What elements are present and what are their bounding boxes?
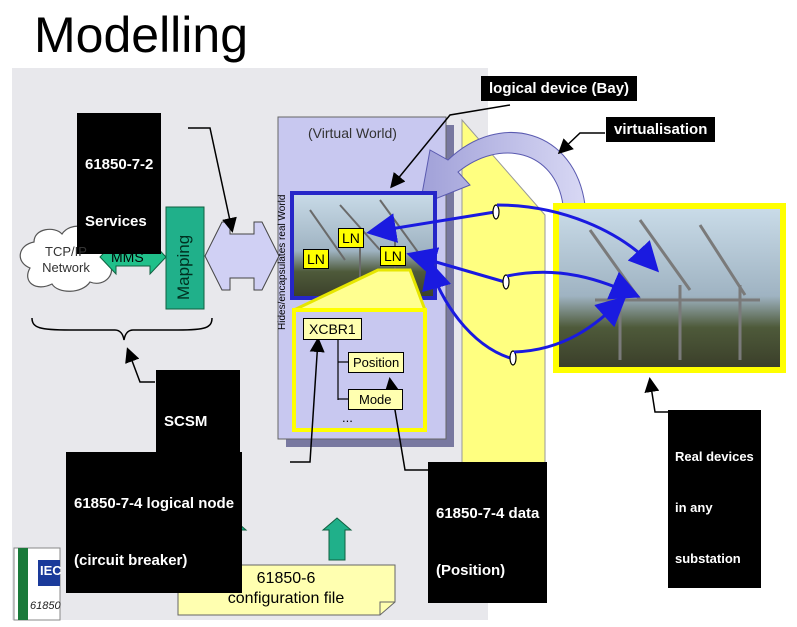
data-label: 61850-7-4 data (Position): [428, 462, 548, 603]
substation-photo: [559, 209, 780, 367]
virtualisation-label: virtualisation: [606, 117, 716, 142]
services-label: 61850-7-2 Services: [77, 113, 162, 254]
mms-label: MMS: [111, 249, 144, 265]
ln-box-2: LN: [303, 249, 329, 269]
services-label-line2: Services: [85, 213, 147, 230]
arrow-to-substation-1: [496, 203, 660, 273]
logical-node-callout-line: [290, 337, 325, 463]
real-devices-callout-line: [644, 377, 668, 413]
logical-node-label-line2: (circuit breaker): [74, 552, 188, 569]
logical-node-label: 61850-7-4 logical node (circuit breaker): [66, 452, 243, 593]
xcbr-node: XCBR1: [303, 318, 362, 340]
logical-node-label-line1: 61850-7-4 logical node: [74, 495, 235, 512]
scsm-label-line1: SCSM: [164, 413, 208, 430]
arrow-to-substation-3: [513, 295, 627, 354]
screen-dot-2: [502, 274, 510, 290]
virtualisation-curve-arrow: [419, 131, 586, 206]
logical-device-callout-line: [390, 104, 511, 189]
services-label-line1: 61850-7-2: [85, 156, 154, 173]
virtual-world-label: (Virtual World): [308, 125, 397, 141]
mapping-label: Mapping: [174, 234, 193, 300]
more-nodes-ellipsis: ...: [342, 410, 353, 425]
iec-logo-text: IEC: [40, 563, 62, 578]
ln-box-3: LN: [380, 246, 406, 266]
position-node: Position: [348, 352, 405, 373]
real-devices-label-line1: Real devices: [675, 449, 754, 464]
network-label-line2: Network: [42, 260, 90, 275]
real-devices-label: Real devices in any substation: [668, 410, 761, 588]
scsm-callout-line: [125, 347, 155, 383]
screen-dot-3: [509, 350, 517, 366]
arrow-dot1-to-ln: [366, 210, 496, 243]
virtualisation-callout-line: [557, 132, 605, 155]
ln-box-1: LN: [338, 228, 364, 248]
data-callout-line: [384, 377, 430, 471]
configuration-file-line1: 61850-6: [256, 570, 316, 587]
iec-logo: [13, 547, 61, 621]
mode-node: Mode: [348, 389, 403, 410]
config-up-arrow-right: [321, 517, 353, 561]
configuration-file-line2: configuration file: [227, 590, 345, 607]
arrow-to-substation-2: [506, 270, 641, 300]
arrow-dot3-to-ln: [422, 259, 511, 360]
real-devices-label-line3: substation: [675, 551, 741, 566]
data-label-line2: (Position): [436, 562, 506, 579]
real-devices-label-line2: in any: [675, 500, 713, 515]
logical-device-label: logical device (Bay): [481, 76, 638, 101]
mapping-box: [165, 206, 205, 310]
page-title: Modelling: [34, 7, 249, 63]
network-label-line1: TCP/IP: [45, 244, 87, 259]
configuration-file-label: 61850-6 configuration file: [180, 569, 392, 609]
hides-real-world-label: Hides/encapsulates real World: [277, 194, 288, 330]
data-label-line1: 61850-7-4 data: [436, 505, 540, 522]
iec-logo-number: 61850: [30, 600, 61, 612]
services-callout-line: [188, 127, 237, 233]
scsm-brace: [31, 317, 213, 341]
network-label: TCP/IP Network: [36, 244, 96, 276]
services-arrow: [204, 221, 280, 291]
screen-dot-1: [492, 204, 500, 220]
